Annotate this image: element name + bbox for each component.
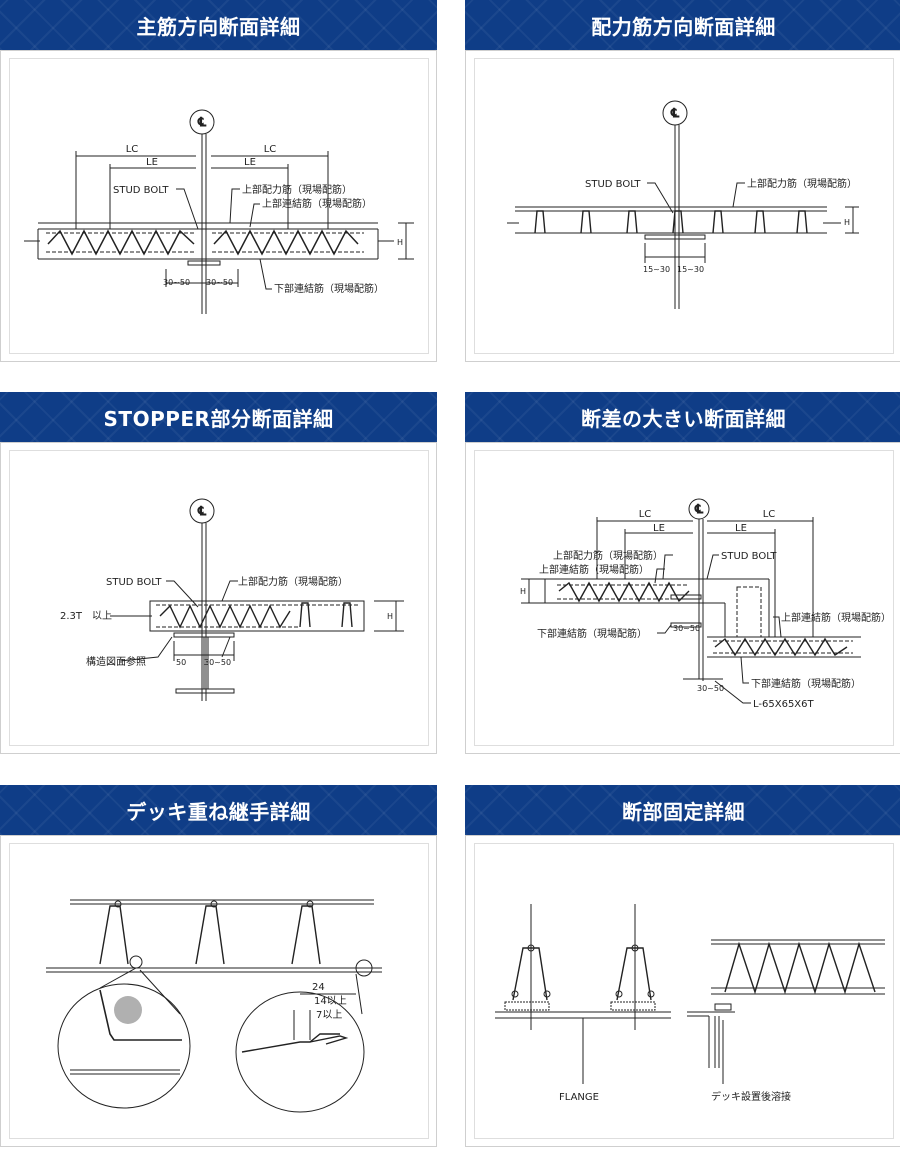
centerline-symbol: ℄ <box>694 502 703 516</box>
upper-tie-bar-left-label: 上部連結筋（現場配筋） <box>539 563 649 576</box>
dim-left-label: 50 <box>176 658 186 667</box>
dim-14-label: 14以上 <box>314 995 347 1007</box>
le-left-label: LE <box>653 523 665 534</box>
upper-distribution-bar-label: 上部配力筋（現場配筋） <box>747 177 857 190</box>
centerline-symbol: ℄ <box>670 106 679 120</box>
centerline-symbol: ℄ <box>197 115 206 129</box>
panel-end-fixing-detail: 断部固定詳細 <box>465 785 900 1147</box>
dim-a-label: 30~50 <box>673 624 700 633</box>
dim-left-label: 15~30 <box>643 265 670 274</box>
height-label: H <box>397 238 403 247</box>
upper-distribution-bar-label: 上部配力筋（現場配筋） <box>238 575 348 588</box>
le-right-label: LE <box>735 523 747 534</box>
panel-title: デッキ重ね継手詳細 <box>0 785 437 835</box>
distribution-rebar-section-drawing: ℄ STUD BOLT 上部配力筋（現場配筋） 15~30 15~30 H <box>507 100 859 309</box>
dim-left-label: 30~50 <box>163 278 190 287</box>
centerline-symbol: ℄ <box>197 504 206 518</box>
upper-tie-bar-right-label: 上部連結筋（現場配筋） <box>781 611 891 624</box>
structural-drawing-ref-label: 構造図面参照 <box>86 655 146 668</box>
stud-bolt-label: STUD BOLT <box>585 179 641 190</box>
dim-right-label: 30~50 <box>206 278 233 287</box>
le-right-label: LE <box>244 157 256 168</box>
main-rebar-section-drawing: ℄ LC LC LE LE STUD BOLT 上部配力筋（現場配筋） 上部連結… <box>24 109 414 314</box>
stud-bolt-label: STUD BOLT <box>113 185 169 196</box>
stopper-section-drawing: ℄ STUD BOLT 上部配力筋（現場配筋） 2.3T 以上 構造図面参照 5… <box>60 498 404 701</box>
lower-tie-bar-label: 下部連結筋（現場配筋） <box>274 282 384 295</box>
lc-right-label: LC <box>763 509 776 520</box>
panel-title: 断部固定詳細 <box>465 785 900 835</box>
panel-main-rebar-section: 主筋方向断面詳細 <box>0 0 437 362</box>
dim-right-label: 30~50 <box>204 658 231 667</box>
stud-bolt-label: STUD BOLT <box>106 577 162 588</box>
panel-deck-lap-joint: デッキ重ね継手詳細 <box>0 785 437 1147</box>
panel-stopper-section: STOPPER部分断面詳細 <box>0 392 437 754</box>
lc-left-label: LC <box>639 509 652 520</box>
upper-tie-bar-label: 上部連結筋（現場配筋） <box>262 197 372 210</box>
panel-title: 主筋方向断面詳細 <box>0 0 437 50</box>
lower-tie-bar-left-label: 下部連結筋（現場配筋） <box>537 627 647 640</box>
lc-left-label: LC <box>126 144 139 155</box>
dim-24-label: 24 <box>312 982 325 993</box>
lower-tie-bar-right-label: 下部連結筋（現場配筋） <box>751 677 861 690</box>
upper-distribution-bar-label: 上部配力筋（現場配筋） <box>242 183 352 196</box>
height-label: H <box>520 587 526 596</box>
flange-label: FLANGE <box>559 1092 599 1103</box>
dim-b-label: 30~50 <box>697 684 724 693</box>
height-label: H <box>844 218 850 227</box>
panel-title: 断差の大きい断面詳細 <box>465 392 900 442</box>
hatched-weld-spot <box>114 996 142 1024</box>
panel-title: STOPPER部分断面詳細 <box>0 392 437 442</box>
angle-steel-label: L-65X65X6T <box>753 699 815 710</box>
dim-7-label: 7以上 <box>316 1009 342 1021</box>
weld-after-deck-label: デッキ設置後溶接 <box>711 1090 791 1103</box>
large-step-section-drawing: ℄ LC LC LE LE 上部配力筋（現場配筋） 上部連結筋（現場配筋） ST… <box>520 498 891 710</box>
upper-distribution-bar-label: 上部配力筋（現場配筋） <box>553 549 663 562</box>
panel-distribution-rebar-section: 配力筋方向断面詳細 <box>465 0 900 362</box>
thickness-label: 2.3T 以上 <box>60 610 112 622</box>
end-fixing-detail-drawing: FLANGE デッキ設置後溶接 <box>495 904 885 1103</box>
le-left-label: LE <box>146 157 158 168</box>
panel-large-step-section: 断差の大きい断面詳細 <box>465 392 900 754</box>
dim-right-label: 15~30 <box>677 265 704 274</box>
stud-bolt-label: STUD BOLT <box>721 551 777 562</box>
deck-lap-joint-drawing: 24 14以上 7以上 <box>46 899 382 1113</box>
lc-right-label: LC <box>264 144 277 155</box>
height-label: H <box>387 612 393 621</box>
panel-title: 配力筋方向断面詳細 <box>465 0 900 50</box>
